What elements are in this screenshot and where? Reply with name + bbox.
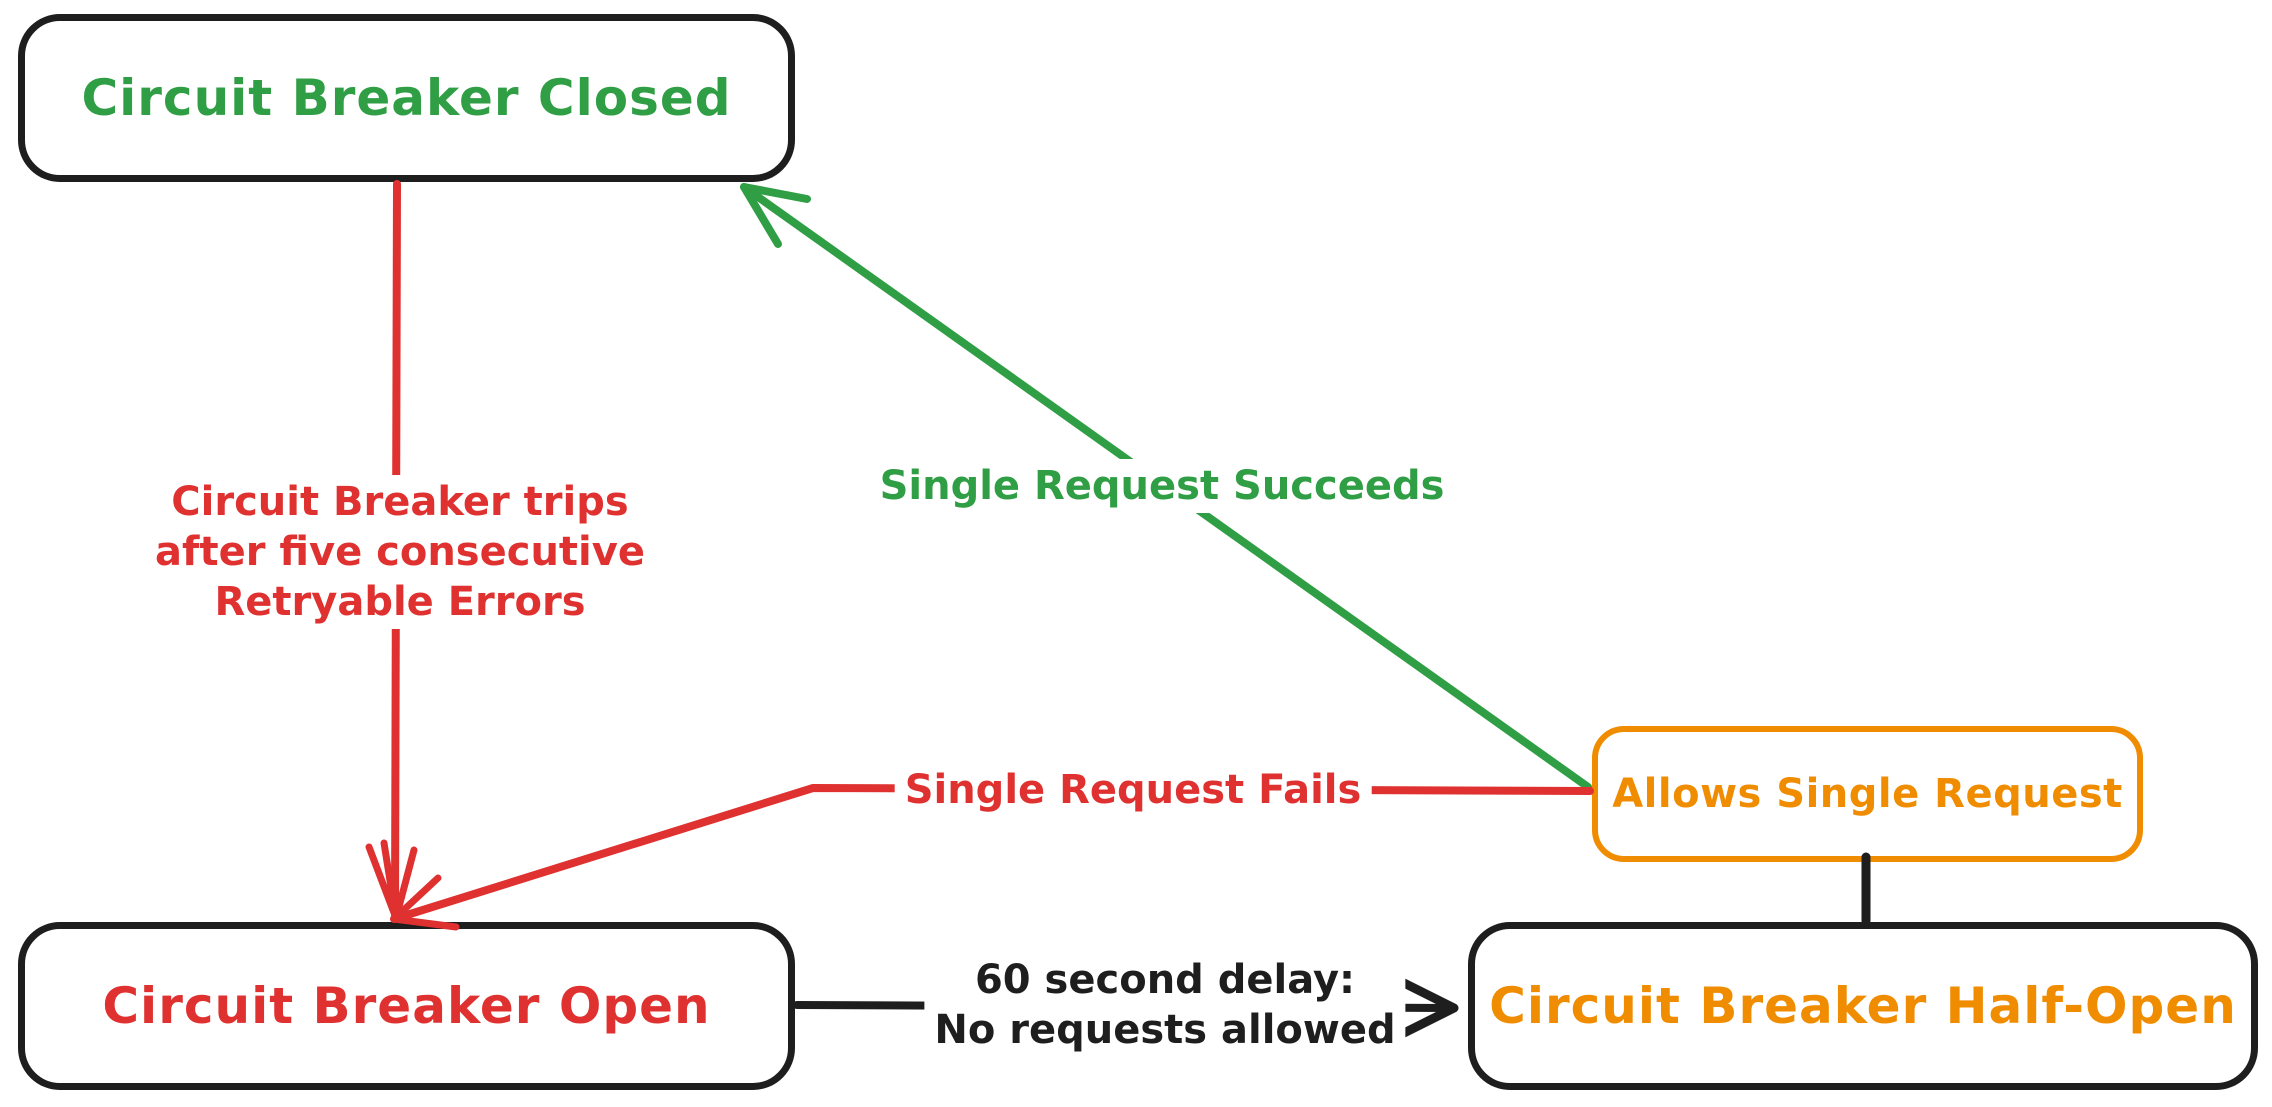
edge-succeeds-arrowhead xyxy=(740,183,811,248)
edge-label-trip-line1: Circuit Breaker trips xyxy=(171,479,629,525)
node-circuit-breaker-open: Circuit Breaker Open xyxy=(18,922,795,1090)
edge-label-delay: 60 second delay: No requests allowed xyxy=(924,953,1406,1057)
node-circuit-breaker-half-open: Circuit Breaker Half-Open xyxy=(1468,922,2258,1090)
node-allows-single-request: Allows Single Request xyxy=(1592,726,2143,862)
edge-label-delay-line2: No requests allowed xyxy=(934,1007,1396,1053)
edge-label-fails: Single Request Fails xyxy=(894,763,1372,817)
node-label-closed: Circuit Breaker Closed xyxy=(81,69,732,127)
edge-trip-arrowhead xyxy=(365,839,418,922)
node-label-allows-single-request: Allows Single Request xyxy=(1612,771,2123,817)
node-label-half-open: Circuit Breaker Half-Open xyxy=(1489,977,2237,1035)
edge-label-trip-line3: Retryable Errors xyxy=(214,579,586,625)
node-circuit-breaker-closed: Circuit Breaker Closed xyxy=(18,14,795,182)
node-label-open: Circuit Breaker Open xyxy=(102,977,711,1035)
edge-label-succeeds: Single Request Succeeds xyxy=(869,459,1455,513)
edge-label-trip-line2: after five consecutive xyxy=(155,529,645,575)
edge-label-delay-line1: 60 second delay: xyxy=(974,957,1356,1003)
edge-label-trip: Circuit Breaker trips after five consecu… xyxy=(145,475,655,629)
edge-fails-arrowhead xyxy=(390,874,460,931)
